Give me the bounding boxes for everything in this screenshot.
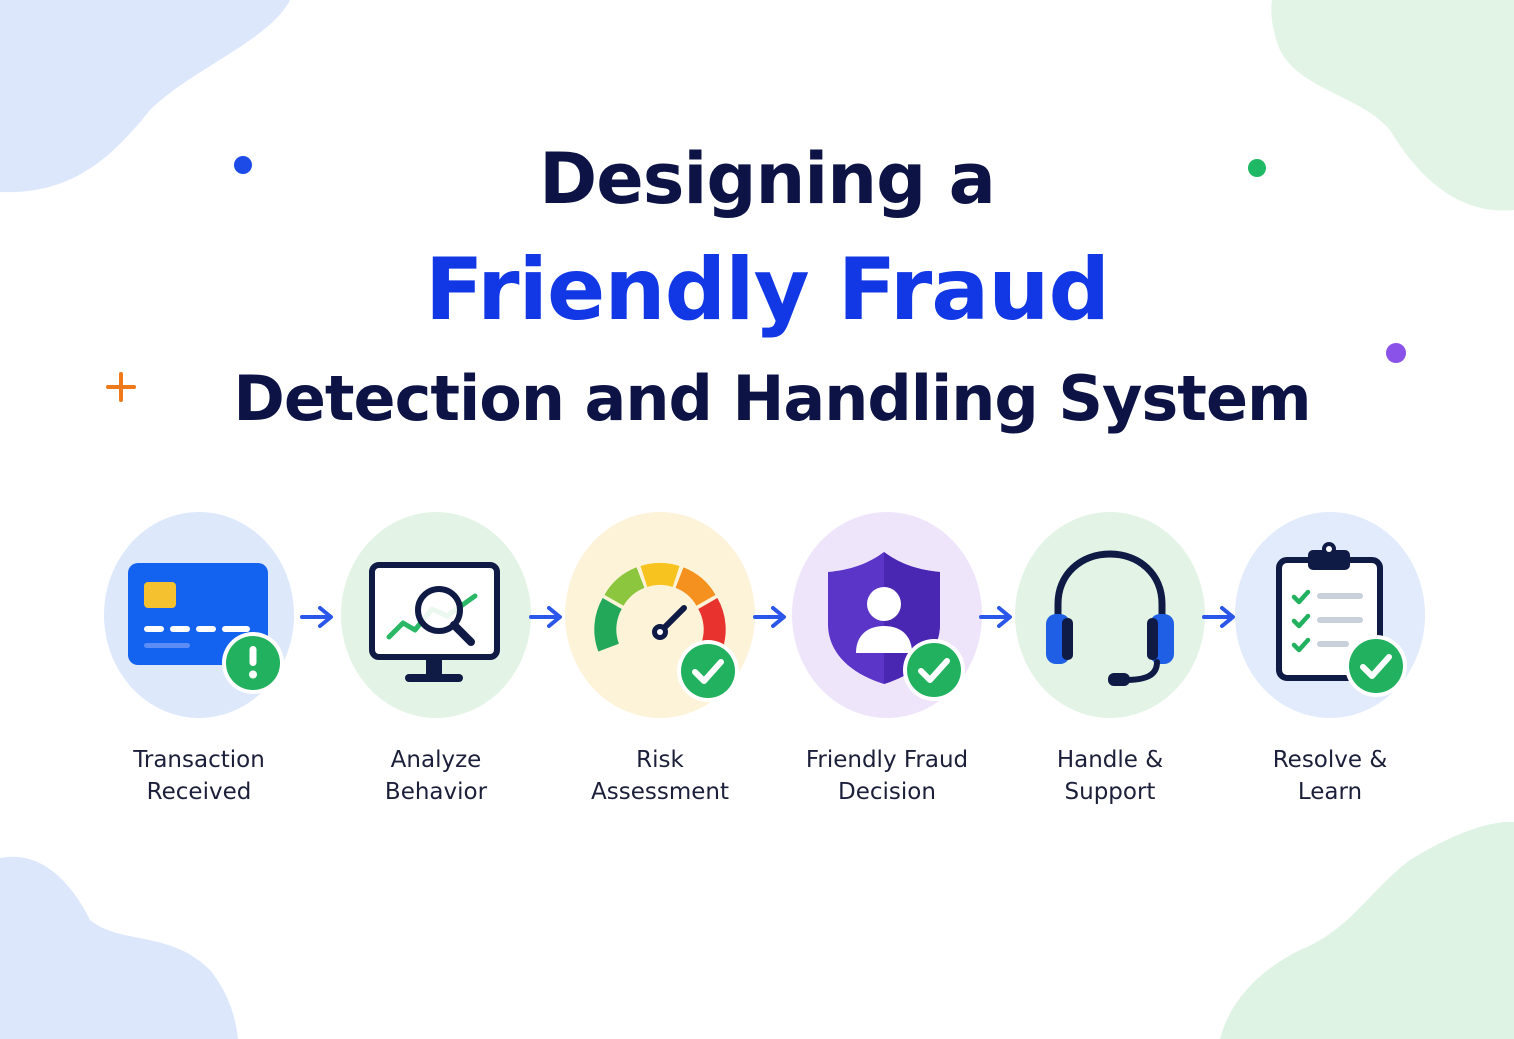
arrow-right-icon xyxy=(1202,606,1235,628)
step-label-line-1: Transaction xyxy=(133,747,265,773)
arrow-right-icon xyxy=(979,606,1012,628)
title-line-1: Designing a xyxy=(539,138,996,220)
shield-user-icon xyxy=(828,552,965,701)
headset-icon xyxy=(1046,550,1174,686)
step-label-line-1: Friendly Fraud xyxy=(805,747,969,773)
step-label: Resolve & Learn xyxy=(1195,744,1465,808)
step-label-line-1: Analyze xyxy=(390,747,482,773)
step-label-line-2: Assessment xyxy=(591,779,729,805)
arrow-right-icon xyxy=(300,606,333,628)
credit-card-alert-icon xyxy=(128,563,284,694)
step-label: Risk Assessment xyxy=(525,744,795,808)
step-label-line-1: Resolve & xyxy=(1272,747,1388,773)
blob-bottom-right xyxy=(1220,821,1514,1039)
blob-bottom-left xyxy=(0,856,238,1039)
blob-top-left xyxy=(0,0,290,193)
check-badge-icon xyxy=(677,640,739,702)
step-label: Handle & Support xyxy=(975,744,1245,808)
dot-purple xyxy=(1386,343,1406,363)
clipboard-checklist-icon xyxy=(1276,542,1407,697)
step-label: Transaction Received xyxy=(64,744,334,808)
step-label-line-2: Learn xyxy=(1297,779,1363,805)
dot-green xyxy=(1248,159,1266,177)
step-label-line-2: Received xyxy=(146,779,252,805)
check-badge-icon xyxy=(903,639,965,701)
dot-blue xyxy=(234,156,252,174)
step-label: Friendly Fraud Decision xyxy=(752,744,1022,808)
arrow-right-icon xyxy=(753,606,786,628)
exclamation-badge-icon xyxy=(222,632,284,694)
arrow-right-icon xyxy=(529,606,562,628)
title-line-2: Friendly Fraud xyxy=(424,240,1110,340)
title-line-3: Detection and Handling System xyxy=(233,362,1311,435)
step-label-line-2: Behavior xyxy=(384,779,488,805)
risk-gauge-icon xyxy=(594,562,739,702)
blob-top-right xyxy=(1271,0,1514,211)
check-badge-icon xyxy=(1345,635,1407,697)
step-label-line-1: Handle & xyxy=(1056,747,1164,773)
step-label: Analyze Behavior xyxy=(301,744,571,808)
step-label-line-1: Risk xyxy=(636,747,684,773)
step-label-line-2: Support xyxy=(1064,779,1156,805)
plus-orange-icon xyxy=(106,372,136,402)
step-label-line-2: Decision xyxy=(838,779,936,805)
monitor-magnifier-icon xyxy=(369,562,500,682)
